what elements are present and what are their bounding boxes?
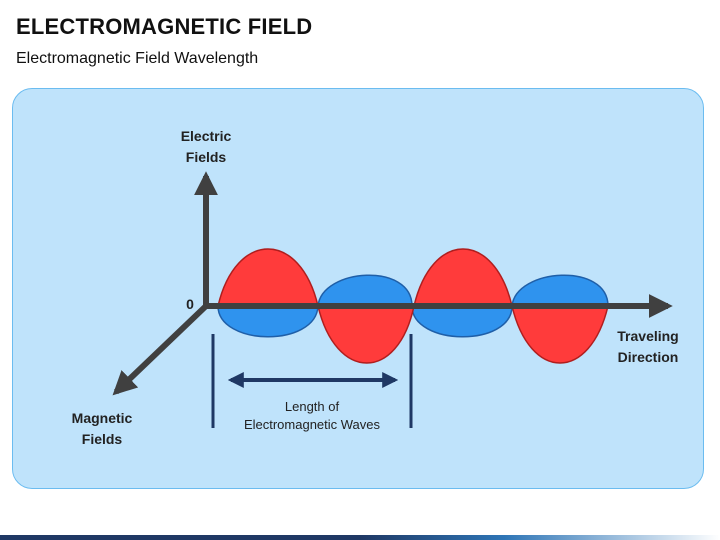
electric-wave-lobe-4 (511, 305, 609, 364)
wavelength-label-line1: Length of (285, 399, 340, 414)
footer-bar (0, 535, 720, 540)
electric-wave-lobe-2 (317, 305, 415, 364)
electric-wave-lobe-3 (413, 248, 513, 307)
traveling-direction-label-line1: Traveling (617, 328, 678, 344)
slide-subtitle: Electromagnetic Field Wavelength (16, 50, 259, 67)
magnetic-fields-label-line2: Fields (82, 431, 123, 447)
slide-title: ELECTROMAGNETIC FIELD (16, 14, 313, 39)
traveling-direction-label-line2: Direction (618, 349, 679, 365)
electric-fields-label-line1: Electric (181, 128, 232, 144)
electric-fields-label-line2: Fields (186, 149, 227, 165)
electric-wave-lobe-1 (217, 248, 319, 307)
origin-label: 0 (186, 296, 194, 312)
magnetic-wave-lobe-3 (411, 305, 513, 338)
magnetic-wave-lobe-1 (217, 305, 319, 338)
magnetic-fields-label-line1: Magnetic (72, 410, 133, 426)
magnetic-wave-lobe-4 (511, 274, 609, 307)
magnetic-field-axis (112, 303, 209, 396)
magnetic-wave-lobe-2 (317, 274, 413, 307)
wavelength-label-line2: Electromagnetic Waves (244, 417, 381, 432)
